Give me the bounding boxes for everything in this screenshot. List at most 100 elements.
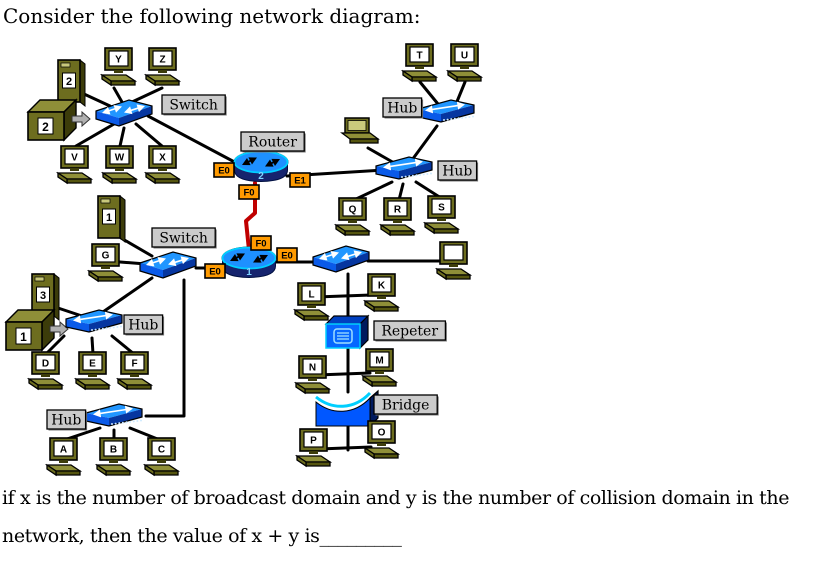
- svg-text:U: U: [461, 51, 468, 62]
- link-hub-top-right-hub-right: [410, 124, 439, 162]
- hub-lower-left: [65, 309, 123, 333]
- question-line1: if x is the number of broadcast domain a…: [2, 487, 790, 509]
- laptop: [340, 117, 380, 144]
- svg-text:A: A: [60, 445, 67, 456]
- link-pc-y-switch-top-left: [112, 86, 124, 104]
- port-label-f0: F0: [250, 235, 272, 251]
- device-label-hub: Hub: [437, 160, 479, 182]
- pc-d: D: [26, 351, 65, 391]
- question-line2-text: network, then the value of x + y is: [2, 525, 320, 547]
- svg-text:K: K: [378, 281, 386, 292]
- tower-server-3: 3: [31, 272, 60, 322]
- svg-text:W: W: [115, 153, 125, 164]
- hub-bottom: [85, 403, 143, 427]
- svg-text:F0: F0: [255, 239, 266, 250]
- port-label-e0: E0: [204, 263, 226, 279]
- svg-text:N: N: [309, 363, 316, 374]
- svg-text:X: X: [159, 153, 166, 164]
- pc-a: A: [44, 437, 83, 477]
- box-server-2: 2: [26, 98, 91, 142]
- pc-u: U: [445, 43, 484, 83]
- pc-p: P: [294, 428, 333, 468]
- pc-q: Q: [333, 197, 372, 237]
- svg-text:Q: Q: [349, 205, 357, 216]
- link-switch-mid-left-hub-bottom: [144, 278, 186, 418]
- link-pc-x-switch-top-left: [134, 122, 164, 148]
- svg-text:2: 2: [42, 120, 49, 134]
- link-pc-z-switch-top-left: [130, 86, 164, 104]
- port-label-e0: E0: [213, 162, 235, 178]
- svg-text:E0: E0: [218, 166, 230, 177]
- device-label-repeter: Repeter: [373, 320, 447, 342]
- svg-text:M: M: [375, 356, 383, 367]
- svg-text:Hub: Hub: [51, 413, 81, 429]
- svg-text:Y: Y: [115, 55, 122, 66]
- svg-text:L: L: [308, 290, 314, 301]
- tower-server-2: 2: [57, 58, 86, 108]
- switch-mid-left: [139, 251, 197, 279]
- device-label-switch: Switch: [161, 94, 227, 116]
- switch-top-left: [95, 99, 153, 127]
- device-label-router: Router: [240, 131, 306, 153]
- device-label-bridge: Bridge: [373, 394, 439, 416]
- pc-z: Z: [143, 47, 182, 87]
- pc-l: L: [292, 282, 331, 322]
- pc-y: Y: [99, 47, 138, 87]
- switch-right: [312, 245, 370, 273]
- svg-text:T: T: [416, 51, 422, 62]
- repeater: [324, 314, 370, 350]
- pc-f: F: [115, 351, 154, 391]
- svg-text:O: O: [378, 428, 386, 439]
- port-label-e0: E0: [276, 247, 298, 263]
- svg-text:F: F: [131, 359, 137, 370]
- svg-text:F0: F0: [243, 188, 254, 199]
- svg-text:E1: E1: [294, 176, 306, 187]
- pc-k: K: [362, 273, 401, 313]
- svg-text:Hub: Hub: [128, 318, 158, 334]
- gray-arrow-icon: [49, 320, 69, 338]
- svg-text:Switch: Switch: [159, 231, 208, 247]
- pc-s: S: [422, 195, 461, 235]
- link-pc-v-switch-top-left: [74, 122, 116, 148]
- svg-text:1: 1: [246, 267, 252, 278]
- svg-text:Hub: Hub: [442, 164, 472, 180]
- svg-text:Router: Router: [248, 135, 297, 151]
- pc-r: R: [378, 197, 417, 237]
- link-pc-w-switch-top-left: [118, 126, 126, 148]
- port-label-e1: E1: [289, 172, 311, 188]
- port-label-f0: F0: [238, 184, 260, 200]
- link-hub-lower-left-pc-f: [110, 334, 136, 356]
- hub-right: [375, 156, 433, 180]
- svg-text:E0: E0: [209, 267, 221, 278]
- router-2: 1: [221, 246, 277, 279]
- svg-text:E: E: [89, 359, 96, 370]
- pc-right: [434, 241, 473, 281]
- link-switch-mid-left-hub-lower-left: [98, 276, 154, 316]
- answer-blank: _________: [319, 525, 402, 547]
- svg-text:1: 1: [20, 330, 27, 344]
- svg-text:P: P: [310, 436, 317, 447]
- pc-b: B: [94, 437, 133, 477]
- pc-w: W: [100, 145, 139, 185]
- svg-text:G: G: [102, 251, 110, 262]
- svg-text:1: 1: [106, 212, 112, 224]
- pc-v: V: [55, 145, 94, 185]
- pc-o: O: [362, 420, 401, 460]
- link-pc-u-hub-top-right: [454, 80, 467, 106]
- hub-top-right: [417, 99, 475, 123]
- pc-m: M: [360, 348, 399, 388]
- svg-text:Z: Z: [159, 55, 165, 66]
- link-pc-t-hub-top-right: [418, 80, 440, 106]
- pc-n: N: [293, 355, 332, 395]
- link-hub-lower-left-pc-d: [44, 334, 66, 356]
- pc-t: T: [400, 43, 439, 83]
- svg-text:D: D: [42, 359, 49, 370]
- svg-text:Bridge: Bridge: [382, 398, 430, 414]
- link-tower-server-2-switch-top-left: [82, 92, 112, 108]
- device-label-hub: Hub: [46, 409, 88, 431]
- svg-text:R: R: [394, 205, 402, 216]
- router-1: 2: [233, 150, 289, 183]
- pc-e: E: [73, 351, 112, 391]
